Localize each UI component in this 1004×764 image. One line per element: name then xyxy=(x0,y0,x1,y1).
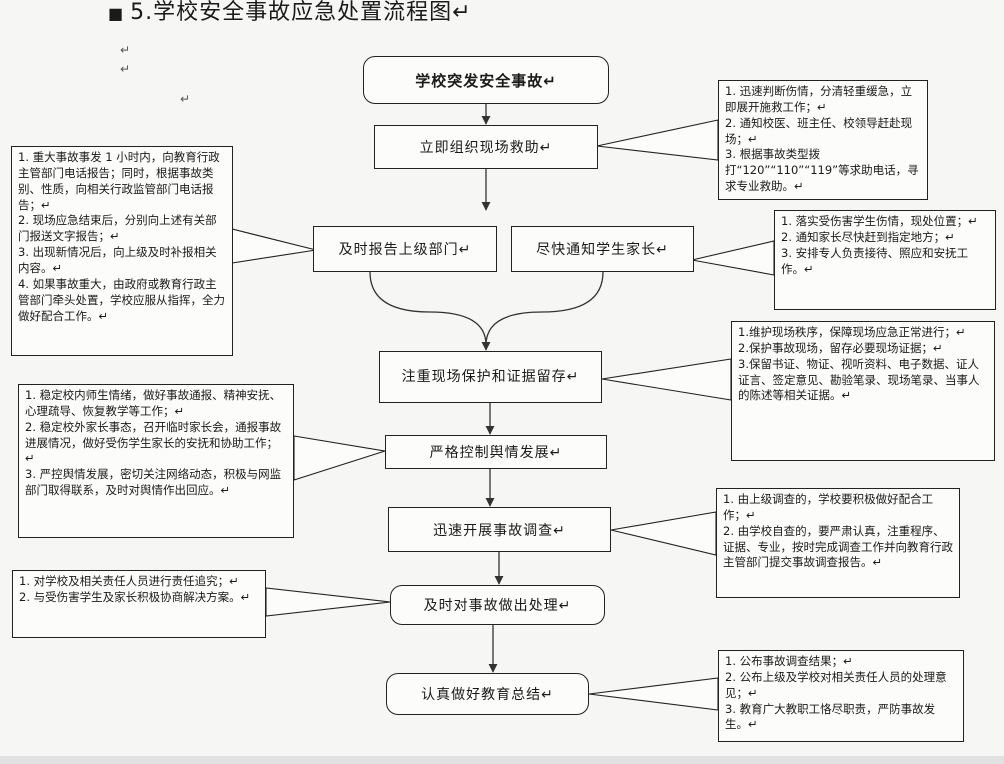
callout-pointer-protect xyxy=(601,358,732,401)
note-control: 1. 稳定校内师生情绪，做好事故通报、精神安抚、心理疏导、恢复教学等工作；↵ 2… xyxy=(18,384,294,538)
note-item: 4. 如果事故重大，由政府或教育行政主管部门牵头处置，学校应服从指挥，全力做好配… xyxy=(18,276,225,323)
note-item: 1. 由上级调查的，学校要积极做好配合工作；↵ xyxy=(723,492,934,522)
callout-pointer-control xyxy=(293,435,386,481)
note-rescue: 1. 迅速判断伤情，分清轻重缓急，立即展开施救工作；↵ 2. 通知校医、班主任、… xyxy=(718,80,928,200)
merge-brace xyxy=(369,271,604,346)
note-item: 2.保护事故现场，留存必要现场证据；↵ xyxy=(738,340,943,355)
step-summary: 认真做好教育总结↵ xyxy=(386,673,589,715)
page-title: ■ 5.学校安全事故应急处置流程图↵ xyxy=(108,0,472,26)
step-rescue-label: 立即组织现场救助↵ xyxy=(419,140,553,156)
note-report: 1. 重大事故事发 1 小时内，向教育行政主管部门电话报告；同时，根据事故类别、… xyxy=(11,146,233,356)
step-notify-label: 尽快通知学生家长↵ xyxy=(536,242,669,258)
paragraph-mark: ↵ xyxy=(180,92,191,106)
note-item: 3. 根据事故类型拨打“120”“110”“119”等求助电话，寻求专业救助。↵ xyxy=(725,147,919,194)
step-report: 及时报告上级部门↵ xyxy=(313,226,497,272)
step-control-label: 严格控制舆情发展↵ xyxy=(429,445,563,461)
step-start: 学校突发安全事故↵ xyxy=(363,56,609,104)
note-item: 2. 通知家长尽快赶到指定地方；↵ xyxy=(781,229,955,244)
note-item: 1. 对学校及相关责任人员进行责任追究；↵ xyxy=(19,574,239,588)
step-summary-label: 认真做好教育总结↵ xyxy=(421,687,554,703)
step-investigate: 迅速开展事故调查↵ xyxy=(388,507,611,552)
note-item: 2. 通知校医、班主任、校领导赶赴现场；↵ xyxy=(725,115,913,146)
note-item: 3. 严控舆情发展，密切关注网络动态，积极与网监部门取得联系，及时对舆情作出回应… xyxy=(25,467,282,498)
note-item: 2. 现场应急结束后，分别向上述有关部门报送文字报告；↵ xyxy=(18,213,217,244)
callout-pointer-summary xyxy=(588,677,719,711)
step-investigate-label: 迅速开展事故调查↵ xyxy=(433,522,566,539)
note-item: 1. 落实受伤害学生伤情，现处位置；↵ xyxy=(781,214,978,228)
callout-pointer-handle xyxy=(265,587,391,617)
note-item: 1. 迅速判断伤情，分清轻重缓急，立即展开施救工作；↵ xyxy=(725,84,913,114)
step-protect-label: 注重现场保护和证据留存↵ xyxy=(401,368,580,385)
note-notify: 1. 落实受伤害学生伤情，现处位置；↵ 2. 通知家长尽快赶到指定地方；↵ 3.… xyxy=(774,210,996,310)
note-item: 2. 稳定校外家长事态，召开临时家长会，通报事故进展情况，做好受伤学生家长的安抚… xyxy=(25,419,282,466)
note-item: 3.保留书证、物证、视听资料、电子数据、证人证言、签定意见、勘验笔录、现场笔录、… xyxy=(738,356,980,403)
note-item: 2. 公布上级及学校对相关责任人员的处理意见；↵ xyxy=(725,669,947,700)
step-control: 严格控制舆情发展↵ xyxy=(385,435,607,469)
step-report-label: 及时报告上级部门↵ xyxy=(338,242,472,258)
bottom-scroll-edge xyxy=(0,756,1004,764)
paragraph-mark: ↵ xyxy=(120,62,131,76)
callout-pointer-rescue xyxy=(596,119,719,161)
callout-pointer-notify xyxy=(691,240,775,276)
note-item: 2. 与受伤害学生及家长积极协商解决方案。↵ xyxy=(19,589,251,604)
note-item: 1. 稳定校内师生情绪，做好事故通报、精神安抚、心理疏导、恢复教学等工作；↵ xyxy=(25,388,282,418)
note-summary: 1. 公布事故调查结果；↵ 2. 公布上级及学校对相关责任人员的处理意见；↵ 3… xyxy=(718,650,964,742)
note-item: 2. 由学校自查的，要严肃认真，注重程序、证据、专业，按时完成调查工作并向教育行… xyxy=(723,523,953,570)
step-handle-label: 及时对事故做出处理↵ xyxy=(423,598,572,614)
note-item: 3. 安排专人负责接待、照应和安抚工作。↵ xyxy=(781,245,969,276)
bullet-icon: ■ xyxy=(108,4,125,23)
page-title-text: 5.学校安全事故应急处置流程图↵ xyxy=(130,0,472,25)
note-item: 3. 出现新情况后，向上级及时补报相关内容。↵ xyxy=(18,245,217,276)
note-item: 1. 重大事故事发 1 小时内，向教育行政主管部门电话报告；同时，根据事故类别、… xyxy=(18,150,220,212)
callout-pointer-report xyxy=(231,228,317,264)
step-start-label: 学校突发安全事故↵ xyxy=(415,71,557,90)
step-protect: 注重现场保护和证据留存↵ xyxy=(379,351,602,403)
note-item: 1. 公布事故调查结果；↵ xyxy=(725,654,853,668)
note-investigate: 1. 由上级调查的，学校要积极做好配合工作；↵ 2. 由学校自查的，要严肃认真，… xyxy=(716,488,960,598)
paragraph-mark: ↵ xyxy=(120,43,131,57)
callout-pointer-investigate xyxy=(610,511,717,556)
note-protect: 1.维护现场秩序，保障现场应急正常进行；↵ 2.保护事故现场，留存必要现场证据；… xyxy=(731,321,995,461)
note-item: 3. 教育广大教职工恪尽职责，严防事故发生。↵ xyxy=(725,701,936,732)
step-rescue: 立即组织现场救助↵ xyxy=(374,125,598,169)
note-handle: 1. 对学校及相关责任人员进行责任追究；↵ 2. 与受伤害学生及家长积极协商解决… xyxy=(12,570,266,638)
note-item: 1.维护现场秩序，保障现场应急正常进行；↵ xyxy=(738,325,966,339)
step-handle: 及时对事故做出处理↵ xyxy=(390,585,605,625)
step-notify: 尽快通知学生家长↵ xyxy=(511,226,694,272)
